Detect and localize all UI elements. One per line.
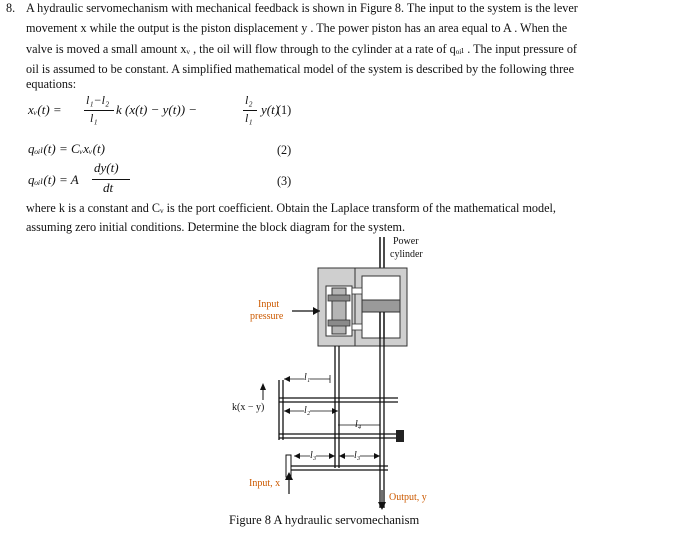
figure-caption: Figure 8 A hydraulic servomechanism bbox=[229, 513, 420, 527]
problem-number: 8. bbox=[6, 1, 16, 15]
eq3-num: dy(t) bbox=[94, 160, 119, 175]
input-x-label: Input, x bbox=[249, 478, 281, 489]
eq1-tail: y(t) bbox=[261, 102, 280, 117]
output-y-label: Output, y bbox=[389, 492, 427, 503]
power-cylinder-label-1: Power bbox=[393, 236, 419, 247]
eq1-number: (1) bbox=[277, 103, 292, 117]
eq3-number: (3) bbox=[277, 174, 292, 188]
eq1-frac2-num: l₂ bbox=[245, 93, 253, 107]
kxy-label: k(x − y) bbox=[232, 402, 265, 413]
problem-line-5: equations: bbox=[26, 77, 77, 91]
problem-line-2: movement x while the output is the pisto… bbox=[26, 21, 568, 35]
eq3-den: dt bbox=[103, 180, 114, 195]
l2-label: l₂ bbox=[304, 405, 311, 416]
input-pressure-label-2: pressure bbox=[250, 311, 284, 322]
eq3-bar bbox=[92, 179, 130, 180]
l3-label-a: l₃ bbox=[310, 450, 317, 461]
eq1-frac1-bar bbox=[84, 110, 114, 111]
eq1-frac2-bar bbox=[243, 110, 257, 111]
eq3-lhs: qₒᵢₗ(t) = A bbox=[28, 172, 79, 187]
after-line-1: where k is a constant and Cᵥ is the port… bbox=[26, 201, 556, 215]
problem-line-4: oil is assumed to be constant. A simplif… bbox=[26, 62, 574, 76]
equation-3: qₒᵢₗ(t) = A dy(t) dt bbox=[28, 158, 228, 198]
eq1-mid: k (x(t) − y(t)) − bbox=[116, 102, 198, 117]
power-piston bbox=[361, 299, 401, 313]
eq1-frac2-den: l₁ bbox=[245, 111, 253, 125]
problem-line-3: valve is moved a small amount xᵥ , the o… bbox=[26, 42, 577, 56]
l4-label: l₄ bbox=[355, 419, 362, 430]
eq1-frac1-den: l₁ bbox=[90, 111, 98, 125]
eq2-number: (2) bbox=[277, 143, 292, 157]
problem-line-1: A hydraulic servomechanism with mechanic… bbox=[26, 1, 578, 15]
after-line-2: assuming zero initial conditions. Determ… bbox=[26, 220, 406, 234]
eq1-frac1-num: l₁−l₂ bbox=[86, 93, 110, 107]
equation-2: qₒᵢₗ(t) = Cᵥxᵥ(t) bbox=[28, 141, 105, 156]
l3-label-b: l₃ bbox=[354, 450, 361, 461]
eq1-lhs: xᵥ(t) = bbox=[28, 102, 62, 117]
l1-label: l₁ bbox=[304, 372, 311, 383]
power-cylinder-label-2: cylinder bbox=[390, 249, 423, 260]
input-pressure-label-1: Input bbox=[258, 299, 280, 310]
